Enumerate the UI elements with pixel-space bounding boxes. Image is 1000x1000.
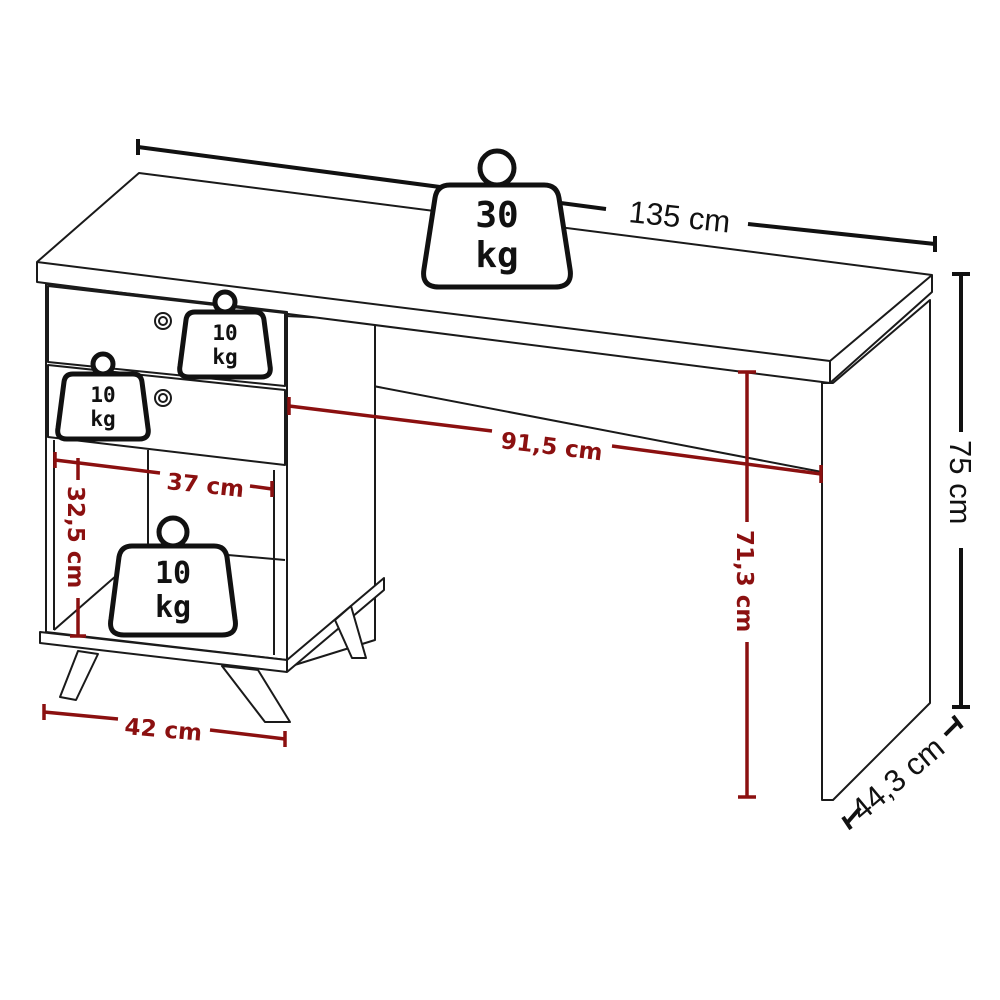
dim-knee-width-label: 91,5 cm — [499, 428, 604, 466]
dim-cabinet-width: 42 cm — [42, 704, 287, 747]
weight-drawer-upper-value: 10 — [212, 321, 237, 345]
dim-knee-height-label: 71,3 cm — [731, 530, 757, 632]
weight-drawer-lower-value: 10 — [90, 383, 115, 407]
drawer-knob-icon — [154, 312, 172, 330]
dim-cabinet-inner-height: 32,5 cm — [62, 458, 88, 638]
weight-icon: 10 kg — [55, 351, 151, 442]
weight-icon: 10 kg — [177, 289, 273, 380]
desk-inner-support — [284, 315, 376, 669]
weight-top-value: 30 — [475, 195, 518, 236]
dim-knee-height: 71,3 cm — [731, 370, 757, 799]
drawer-knob-icon — [154, 389, 172, 407]
weight-drawer-lower-unit: kg — [90, 407, 115, 431]
desk-leg — [59, 650, 99, 701]
dim-cabinet-inner-height-label: 32,5 cm — [62, 486, 88, 588]
weight-icon: 30 kg — [421, 148, 573, 290]
dim-height-label: 75 cm — [943, 440, 978, 524]
desk-side-panel — [821, 299, 931, 801]
desk-leg — [221, 665, 291, 723]
weight-top-unit: kg — [475, 235, 518, 276]
dim-cabinet-width-label: 42 cm — [123, 714, 203, 747]
desk-leg — [334, 605, 367, 659]
dim-height: 75 cm — [943, 272, 978, 709]
dim-width-label: 135 cm — [627, 194, 732, 239]
weight-shelf-unit: kg — [155, 590, 191, 625]
weight-drawer-upper-unit: kg — [212, 345, 237, 369]
weight-icon: 10 kg — [108, 515, 238, 638]
weight-shelf-value: 10 — [155, 556, 191, 591]
